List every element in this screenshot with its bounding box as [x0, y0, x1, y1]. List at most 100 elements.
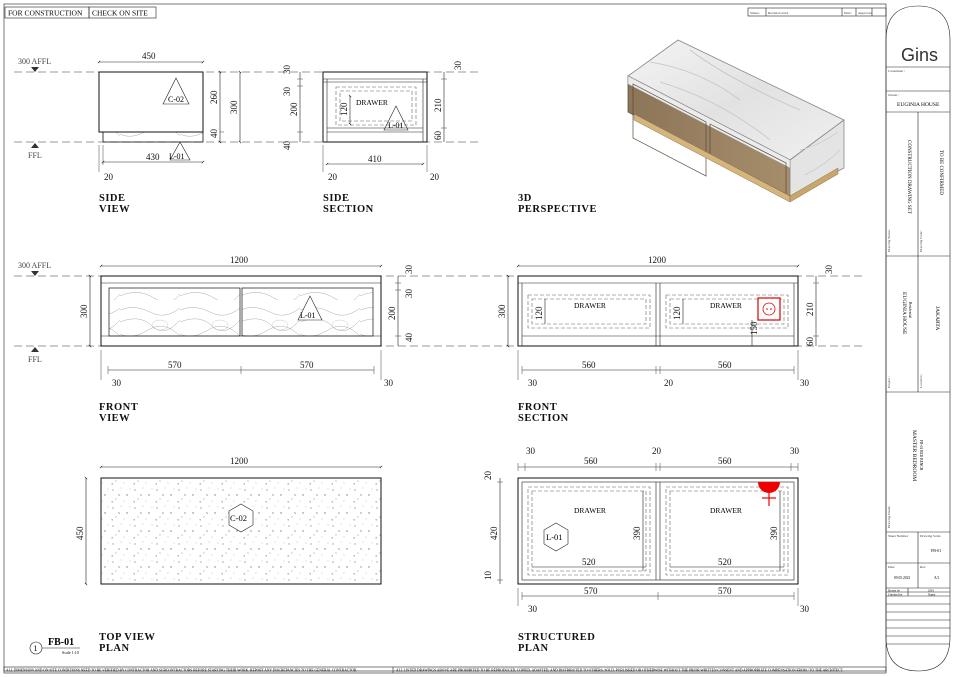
revision-date-label: Date:	[844, 11, 852, 15]
front-view-dim-r2: 30	[404, 289, 414, 299]
footer-notes: ALL DIMENSION AND ON SITE CONDITIONS NEE…	[3, 666, 887, 674]
titleblock-rev-value: A/1	[934, 576, 940, 580]
titleblock-drawing-code-label: Drawing Code :	[919, 230, 923, 252]
perspective-title-2: PERSPECTIVE	[518, 204, 597, 215]
titleblock-location: JAKARTA	[934, 306, 940, 330]
side-view-dim-bottom: 430	[146, 152, 160, 162]
drawing-id-code: FB-01	[48, 637, 74, 648]
front-view: 1200 L-01 300 30 30 200 40 570 570 30 30…	[79, 255, 414, 424]
front-section-dim-inner-2: 120	[672, 306, 682, 320]
side-section-tag-l01: L-01	[388, 121, 404, 130]
titleblock-rev-label: Rev	[920, 565, 926, 569]
perspective-view: 3D PERSPECTIVE	[518, 39, 845, 215]
drawing-identifier: 1 FB-01 Scale 1:10	[29, 637, 80, 655]
side-view-title-1: SIDE	[99, 193, 126, 204]
titleblock-owner-name: EUGINIA HOUSE	[897, 102, 940, 108]
front-view-tag-l01: L-01	[300, 311, 316, 320]
front-view-dim-r1: 30	[404, 265, 414, 275]
front-section-title-1: FRONT	[518, 402, 557, 413]
structured-plan-dim-t3: 20	[652, 446, 662, 456]
front-section-dim-mid: 20	[664, 378, 674, 388]
side-view-tag-c02: C-02	[168, 95, 184, 104]
titleblock-drawing-name: MASTER BEDROOM	[911, 430, 917, 481]
front-section-dim-b2: 560	[718, 360, 732, 370]
structured-plan-dim-t2: 560	[584, 456, 598, 466]
titleblock-project-sub: Residential	[908, 302, 912, 318]
front-section-dim-end-l: 30	[528, 378, 538, 388]
side-view-dim-total: 300	[229, 100, 239, 114]
titleblock-drawing-name-label: Drawing Name :	[887, 505, 891, 528]
structured-plan-dim-t1: 30	[526, 446, 536, 456]
footer-note-left: ALL DIMENSION AND ON SITE CONDITIONS NEE…	[6, 669, 357, 673]
front-view-dim-r4: 40	[404, 333, 414, 343]
side-view-dim-toe: 20	[104, 172, 114, 182]
structured-plan-dim-depth-1: 390	[632, 526, 642, 540]
side-view-tag-l01: L-01	[169, 152, 185, 161]
revision-status-label: Status:	[750, 11, 760, 15]
front-section-drawer-2: DRAWER	[710, 301, 742, 310]
front-view-dim-height: 300	[79, 304, 89, 318]
structured-plan-dim-l1: 20	[483, 471, 493, 481]
structured-plan-drawer-2: DRAWER	[710, 506, 742, 515]
front-section-dim-height: 300	[497, 304, 507, 318]
front-section-dim-end-r: 30	[800, 378, 810, 388]
structured-plan-dim-end-l: 30	[528, 604, 538, 614]
front-view-dim-b1: 570	[168, 360, 182, 370]
level-affl-1: 300 AFFL	[18, 57, 51, 66]
revision-approved-label: Approved	[858, 11, 872, 15]
side-section-drawer: DRAWER	[356, 98, 388, 107]
titleblock-owner-label: Owner :	[888, 93, 899, 97]
side-section-dim-r1: 30	[453, 61, 463, 71]
titleblock-location-label: Location :	[919, 374, 923, 388]
side-view-title-2: VIEW	[99, 204, 130, 215]
front-view-dim-end-l: 30	[112, 378, 122, 388]
side-section: DRAWER L-01 120 30 30 200 40 30 210 60 4…	[282, 61, 463, 216]
structured-plan-dim-inner-2: 520	[718, 557, 732, 567]
structured-plan-dim-t4: 560	[718, 456, 732, 466]
structured-plan-dim-inner-1: 520	[582, 557, 596, 567]
structured-plan-dim-depth-2: 390	[769, 526, 779, 540]
titleblock-date-label: Date	[888, 565, 895, 569]
front-section-title-2: SECTION	[518, 413, 569, 424]
titleblock-drawing-scale-label: Drawing Scale	[920, 534, 941, 538]
structured-plan-dim-b1: 570	[584, 586, 598, 596]
titleblock-drawn-by-label: Drawn by	[888, 588, 900, 592]
front-section-dim-top: 1200	[648, 255, 667, 265]
drawing-id-scale: Scale 1:10	[62, 650, 79, 655]
side-section-dim-bottom: 410	[368, 154, 382, 164]
perspective-title-1: 3D	[518, 193, 532, 204]
side-section-dim-r2: 210	[433, 98, 443, 112]
front-view-dim-end-r: 30	[384, 378, 394, 388]
construction-stamp: FOR CONSTRUCTION CHECK ON SITE	[4, 6, 157, 19]
top-view: 1200 C-02 450 TOP VIEW PLAN	[75, 456, 383, 654]
front-view-dim-b2: 570	[300, 360, 314, 370]
structured-plan-tag-l01: L-01	[546, 532, 563, 542]
structured-plan-dim-l2: 420	[489, 526, 499, 540]
side-section-dim-l2: 30	[282, 87, 292, 97]
side-section-dim-toe-l: 20	[328, 172, 338, 182]
side-section-dim-inner: 120	[339, 102, 349, 116]
titleblock-drawing-code: TO BE CONFIRMED	[938, 150, 943, 195]
structured-plan: 30 560 20 560 30 DRAWER DRAWER L-01 390 …	[483, 446, 810, 654]
titleblock-sheet-number-label: Sheet Number	[888, 534, 909, 538]
side-view-dim-h1: 260	[209, 90, 219, 104]
front-section-dim-r2: 210	[805, 302, 815, 316]
titleblock-sheet-number: FB-01	[931, 548, 941, 553]
structured-plan-drawer-1: DRAWER	[574, 506, 606, 515]
side-view: 450 C-02 L-01 430 20 260 40 300 SIDE VIE…	[97, 51, 242, 215]
front-section-dim-r3: 60	[805, 337, 815, 347]
revision-status-value: Revision xxxx	[768, 11, 789, 15]
front-section: 1200 DRAWER DRAWER 120 120 150 300 30 21…	[497, 255, 834, 424]
front-section-dim-socket: 150	[749, 321, 759, 335]
front-view-title-2: VIEW	[99, 413, 130, 424]
level-ffl-2: FFL	[28, 355, 42, 364]
drawing-id-number: 1	[34, 644, 38, 653]
front-section-drawer-1: DRAWER	[574, 301, 606, 310]
side-section-title-1: SIDE	[323, 193, 350, 204]
titleblock-date-value: 09.05.2023	[894, 576, 910, 580]
front-section-dim-b1: 560	[582, 360, 596, 370]
top-view-title-1: TOP VIEW	[99, 632, 155, 643]
revision-strip: Status: Revision xxxx Date: Approved	[747, 7, 887, 17]
front-view-dim-r3: 200	[387, 306, 397, 320]
